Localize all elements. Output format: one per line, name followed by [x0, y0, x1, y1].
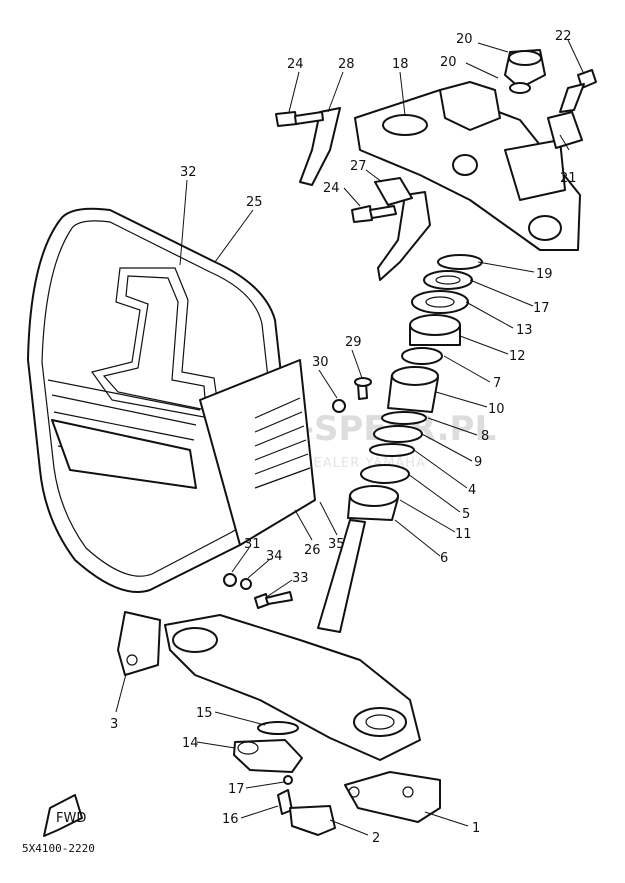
callout-21: 20	[456, 32, 473, 47]
upper-bracket	[354, 81, 581, 251]
top-small-parts	[504, 49, 597, 149]
callout-5: 5	[462, 507, 470, 522]
callout-19: 17	[533, 301, 550, 316]
callout-12: 12	[509, 349, 526, 364]
cover-brackets	[275, 107, 431, 281]
callout-1: 1	[472, 821, 480, 836]
steering-stem	[317, 519, 366, 633]
diagram-code: 5X4100-2220	[22, 842, 95, 855]
callout-18: 18	[392, 57, 409, 72]
callout-32: 33	[292, 571, 309, 586]
callout-13: 13	[516, 323, 533, 338]
callout-29: 27	[350, 159, 367, 174]
callout-17: 17	[228, 782, 245, 797]
callout-27: 29	[345, 335, 362, 350]
callout-34: 32	[180, 165, 197, 180]
callout-6: 6	[440, 551, 448, 566]
leader-lines	[115, 39, 584, 836]
forward-direction-arrow: FWD	[43, 794, 86, 837]
callout-9: 9	[474, 455, 482, 470]
callout-30: 28	[338, 57, 355, 72]
callout-4: 4	[468, 483, 476, 498]
callout-labels: 20 20 22 21 18 28 24 27 24 19 17 13 12 7…	[110, 29, 577, 846]
callout-14: 14	[182, 736, 199, 751]
callout-3: 3	[110, 717, 118, 732]
callout-7: 7	[493, 376, 501, 391]
callout-33: 34	[266, 549, 283, 564]
callout-22: 21	[560, 171, 577, 186]
callout-25: 25	[246, 195, 263, 210]
callout-8: 8	[481, 429, 489, 444]
headlight-cover	[27, 207, 316, 593]
callout-28: 30	[312, 355, 329, 370]
callout-16: 16	[222, 812, 239, 827]
callout-24-upper: 24	[287, 57, 304, 72]
callout-23: 22	[555, 29, 572, 44]
forward-direction-label: FWD	[56, 811, 86, 826]
callout-20-upper: 20	[440, 55, 457, 70]
bearing-stack	[347, 254, 483, 521]
callout-20-lower: 19	[536, 267, 553, 282]
callout-35: 35	[328, 537, 345, 552]
callout-2: 2	[372, 831, 380, 846]
callout-24-lower: 24	[323, 181, 340, 196]
hardware	[223, 377, 372, 609]
callout-11: 11	[455, 527, 472, 542]
callout-31: 31	[244, 537, 261, 552]
callout-26: 26	[304, 543, 321, 558]
callout-15: 15	[196, 706, 213, 721]
lower-bracket	[117, 611, 441, 836]
callout-10: 10	[488, 402, 505, 417]
